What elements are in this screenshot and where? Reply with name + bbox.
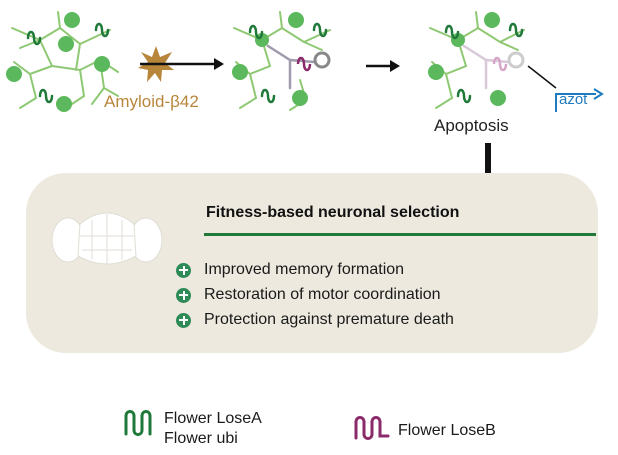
benefit-text: Protection against premature death <box>204 311 454 328</box>
gene-expression-arrow-icon <box>555 88 604 112</box>
panel-title: Fitness-based neuronal selection <box>206 204 460 221</box>
selection-panel <box>26 173 598 353</box>
legend-flower-losea: Flower LoseA <box>164 410 262 427</box>
plus-icon <box>176 287 191 303</box>
plus-icon <box>176 312 191 328</box>
legend-flower-ubi: Flower ubi <box>164 430 238 447</box>
plus-icon <box>176 262 191 278</box>
benefit-item-memory: Improved memory formation <box>176 261 404 279</box>
connector-bar <box>485 143 491 175</box>
fly-brain-icon <box>51 212 163 265</box>
title-underline <box>204 233 596 236</box>
benefit-item-survival: Protection against premature death <box>176 311 454 329</box>
arrow-1-icon <box>140 58 224 70</box>
green-squiggle-icon <box>124 410 152 436</box>
amyloid-label: Amyloid-β42 <box>104 92 199 111</box>
legend-flower-loseb: Flower LoseB <box>398 422 496 439</box>
benefit-text: Restoration of motor coordination <box>204 286 441 303</box>
benefit-text: Improved memory formation <box>204 261 405 278</box>
arrow-2-icon <box>366 60 400 72</box>
purple-squiggle-icon <box>354 416 390 440</box>
azot-label: azot <box>559 91 588 108</box>
benefit-item-motor: Restoration of motor coordination <box>176 286 441 304</box>
apoptosis-label: Apoptosis <box>434 116 509 135</box>
